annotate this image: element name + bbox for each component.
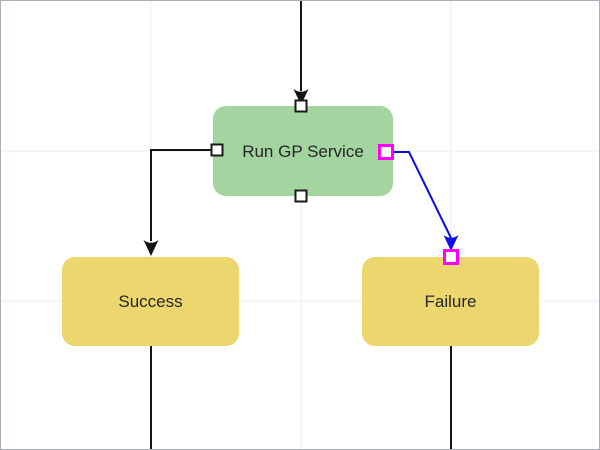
port-run-gp-service-bottom[interactable] [294, 189, 308, 203]
node-failure[interactable]: Failure [362, 257, 539, 346]
node-failure-label: Failure [425, 292, 477, 311]
port-failure-top-selected[interactable] [443, 249, 459, 265]
port-run-gp-service-left[interactable] [210, 143, 224, 157]
port-run-gp-service-right-selected[interactable] [378, 144, 394, 160]
node-run-gp-service-label: Run GP Service [242, 142, 364, 161]
arrowhead-incoming-icon [293, 89, 309, 105]
node-run-gp-service-shape[interactable] [213, 106, 393, 196]
connector-incoming-to-run-gp-service[interactable] [293, 1, 309, 105]
arrowhead-success-icon [143, 240, 159, 256]
connector-success-line[interactable] [150, 149, 211, 241]
node-failure-shape[interactable] [362, 257, 539, 346]
arrowhead-failure-icon [443, 235, 459, 251]
connector-run-gp-service-to-success[interactable] [143, 149, 212, 256]
node-run-gp-service[interactable]: Run GP Service [213, 106, 393, 196]
node-success-label: Success [118, 292, 182, 311]
node-success-shape[interactable] [62, 257, 239, 346]
port-run-gp-service-top[interactable] [294, 99, 308, 113]
connector-failure-line[interactable] [393, 151, 452, 239]
connector-run-gp-service-to-failure-selected[interactable] [393, 151, 459, 251]
node-success[interactable]: Success [62, 257, 239, 346]
